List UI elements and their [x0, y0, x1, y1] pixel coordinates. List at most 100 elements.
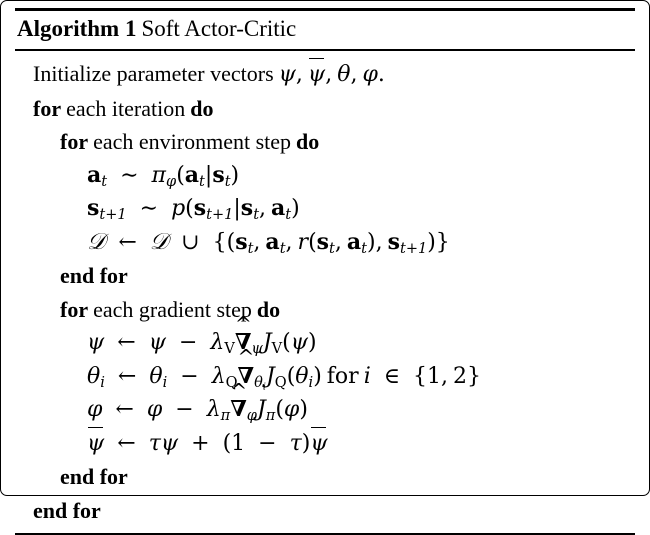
symbol-state: s	[235, 228, 248, 255]
line-update-buffer: 𝒟 ← 𝒟 ∪ {(st,at,r(st,at),st+1)}	[87, 228, 450, 257]
subscript-t-plus-1: t+1	[399, 240, 428, 257]
subscript-i: i	[308, 374, 314, 391]
symbol-lambda: λ	[211, 363, 226, 389]
operator-assign: ←	[118, 229, 137, 255]
comma: ,	[334, 229, 342, 255]
line-end-for-environment: end for	[15, 259, 635, 293]
subscript-t: t	[224, 173, 231, 190]
comma: ,	[441, 363, 449, 389]
for-env-step-text: each environment step	[93, 129, 292, 154]
symbol-action: a	[184, 161, 200, 188]
symbol-pi: π	[151, 162, 167, 188]
top-rule	[15, 8, 635, 11]
subscript-t-plus-1: t+1	[99, 207, 127, 224]
subscript-t: t	[199, 173, 205, 190]
symbol-psi-bar: ψ	[87, 426, 104, 461]
symbol-tau: τ	[289, 430, 302, 456]
symbol-lambda: λ	[210, 330, 225, 355]
symbol-state: s	[193, 195, 207, 221]
symbol-psi: ψ	[148, 330, 166, 355]
subscript-pi: π	[220, 408, 231, 425]
symbol-i: i	[363, 363, 371, 389]
symbol-objective: J	[262, 330, 272, 355]
operator-sim: ∼	[120, 162, 139, 188]
subscript-phi: φ	[246, 408, 257, 425]
comma: ,	[375, 229, 383, 255]
algorithm-name: Soft Actor-Critic	[141, 16, 297, 41]
subscript-t: t	[285, 207, 292, 224]
symbol-psi: ψ	[87, 330, 105, 355]
period: .	[377, 62, 385, 87]
symbol-objective: J	[256, 397, 266, 422]
subscript-phi: φ	[166, 173, 177, 190]
symbol-objective: J	[265, 363, 275, 389]
comma: ,	[259, 196, 267, 221]
line-end-for-iteration: end for	[15, 494, 635, 528]
keyword-for: for	[33, 95, 62, 121]
operator-union: ∪	[181, 229, 200, 255]
symbol-nabla-hat: ∇	[230, 381, 247, 427]
subscript-V: V	[224, 341, 235, 358]
title-rule	[15, 49, 635, 51]
subscript-theta-i: θi	[254, 374, 266, 393]
line-update-psi: ψ ← ψ − λV∇ψJV(ψ)	[15, 314, 635, 360]
symbol-action: a	[346, 228, 362, 255]
subscript-t: t	[361, 240, 367, 257]
symbol-phi: φ	[283, 397, 300, 422]
line-update-target: ψ ← τψ + (1 − τ)ψ	[15, 426, 635, 461]
symbol-state: s	[212, 161, 225, 188]
operator-assign: ←	[115, 397, 134, 422]
symbol-action: a	[87, 161, 102, 188]
keyword-end-for: end for	[60, 263, 128, 288]
keyword-do: do	[296, 129, 320, 154]
value-one: 1	[231, 430, 246, 456]
operator-sim: ∼	[139, 196, 159, 221]
symbol-action: a	[265, 228, 280, 255]
keyword-end-for: end for	[60, 464, 128, 489]
symbol-state: s	[387, 228, 400, 255]
value-one: 1	[427, 363, 442, 389]
comma: ,	[295, 62, 303, 87]
initialize-symbols: ψ,ψ,θ,φ.	[279, 58, 385, 87]
line-end-for-gradient: end for	[15, 460, 635, 494]
operator-mid: |	[233, 196, 241, 221]
subscript-t: t	[279, 240, 286, 257]
comma: ,	[253, 229, 261, 255]
operator-assign: ←	[117, 430, 136, 456]
subscript-i: i	[100, 374, 105, 391]
subscript-t: t	[329, 240, 335, 257]
subscript-t: t	[253, 207, 260, 224]
symbol-theta: θ	[87, 363, 101, 389]
line-update-phi: φ ← φ − λπ∇φJπ(φ)	[15, 381, 635, 427]
for-iteration-text: each iteration	[66, 95, 186, 121]
symbol-reward: r	[297, 229, 309, 255]
symbol-theta: θ	[149, 363, 163, 389]
value-two: 2	[453, 363, 468, 389]
for-grad-step-text: each gradient step	[93, 296, 252, 322]
symbol-phi: φ	[87, 397, 103, 422]
symbol-psi-bar: ψ	[310, 426, 328, 461]
line-sample-action: at ∼ πφ(at|st)	[87, 161, 240, 190]
initialize-text: Initialize parameter vectors	[33, 61, 274, 86]
operator-mid: |	[204, 162, 213, 188]
algorithm-label: Algorithm 1	[17, 16, 137, 41]
symbol-theta: θ	[337, 62, 351, 87]
subscript-pi: π	[265, 408, 276, 425]
comma: ,	[285, 229, 293, 255]
keyword-for: for	[60, 296, 89, 322]
keyword-do: do	[190, 95, 214, 121]
keyword-end-for: end for	[33, 497, 101, 523]
operator-minus: −	[178, 330, 198, 355]
subscript-t: t	[101, 173, 108, 190]
operator-assign: ←	[117, 330, 136, 355]
symbol-psi-bar: ψ	[308, 58, 325, 92]
symbol-theta: θ	[295, 363, 309, 389]
subscript-t: t	[247, 240, 254, 257]
roman-for: for	[326, 363, 359, 389]
